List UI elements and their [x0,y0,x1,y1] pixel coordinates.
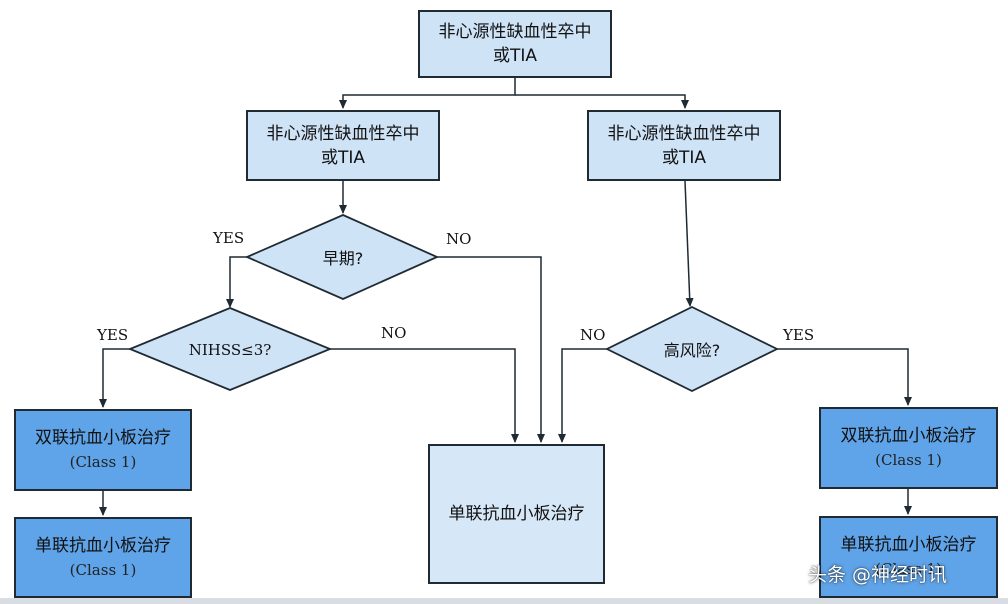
node-single-right-line2: (Class 1) [875,560,942,578]
edge-nihss-no [330,348,519,443]
node-root: 非心源性缺血性卒中 或TIA [418,10,612,78]
edge-risk-yes [777,348,912,406]
node-dual-right-line2: (Class 1) [875,451,942,469]
node-single-left-line2: (Class 1) [69,560,137,579]
node-dual-left-line1: 双联抗血小板治疗 [35,428,171,448]
edge-label-risk-yes: YES [783,326,815,344]
watermark: 头条 @神经时讯 [808,564,948,586]
node-dual-right: 双联抗血小板治疗 (Class 1) [819,407,998,489]
edge-label-early-no: NO [446,230,472,248]
edge-risk-no [558,348,607,443]
node-right-mid-line2: 或TIA [661,147,707,168]
node-root-line2: 或TIA [492,46,538,66]
node-single-left: 单联抗血小板治疗 (Class 1) [14,517,192,598]
node-dual-left-line2: (Class 1) [69,453,137,471]
decision-early-shape [244,214,440,300]
node-root-line1: 非心源性缺血性卒中 [438,22,592,42]
node-single-left-line1: 单联抗血小板治疗 [35,535,171,556]
edge-label-early-yes: YES [213,229,245,247]
node-left-mid-line1: 非心源性缺血性卒中 [266,123,420,144]
node-right-mid: 非心源性缺血性卒中 或TIA [587,110,781,181]
node-dual-left: 双联抗血小板治疗 (Class 1) [14,409,192,491]
decision-nihss-label: NIHSS≤3? [188,341,272,359]
node-right-mid-line1: 非心源性缺血性卒中 [607,123,761,144]
node-single-center-line1: 单联抗血小板治疗 [448,504,585,524]
edge-root-right [515,94,689,109]
node-single-center: 单联抗血小板治疗 [428,444,605,584]
edge-early-no [437,256,545,443]
edge-root-split [339,78,516,109]
node-left-mid: 非心源性缺血性卒中 或TIA [246,110,440,181]
node-single-right-line1: 单联抗血小板治疗 [840,535,977,555]
edge-nihss-yes [99,348,130,408]
bottom-bar [0,598,1008,604]
edge-label-risk-no: NO [580,326,606,344]
node-single-right: 单联抗血小板治疗 (Class 1) [819,516,998,598]
decision-risk-label: 高风险? [663,341,721,360]
edge-rightmid-risk [684,180,694,307]
node-dual-right-line1: 双联抗血小板治疗 [840,426,977,446]
edge-early-yes [226,256,247,308]
edge-label-nihss-no: NO [381,324,407,342]
decision-early-label: 早期? [322,249,364,268]
edge-label-nihss-yes: YES [97,326,129,344]
node-left-mid-line2: 或TIA [320,147,366,168]
decision-nihss-shape [127,307,333,391]
decision-risk-shape [604,305,780,393]
